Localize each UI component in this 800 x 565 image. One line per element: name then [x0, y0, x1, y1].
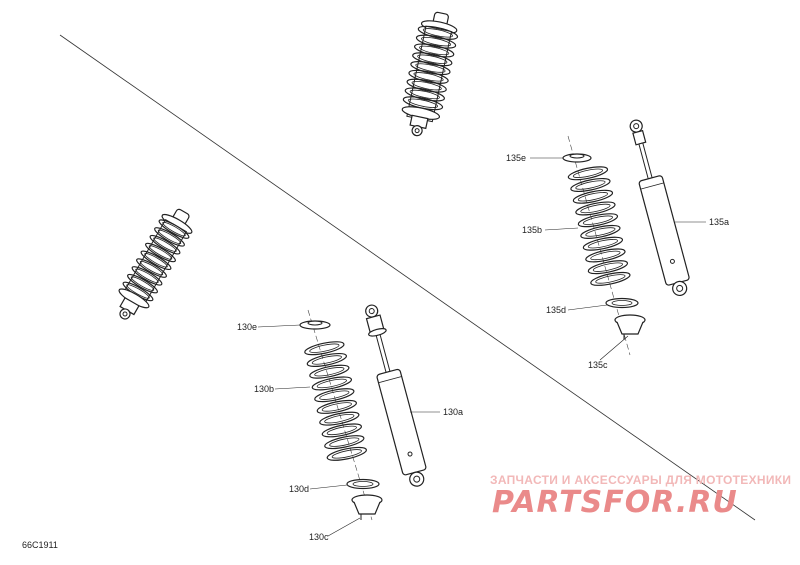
part-130d-ring [346, 478, 380, 490]
part-135c-retainer [614, 314, 646, 340]
callout-135b: 135b [522, 225, 542, 235]
diagram-code: 66C1911 [22, 540, 58, 550]
group-130: 130e 130b 130d 130c 130a [237, 304, 463, 542]
part-135b-spring [566, 163, 632, 289]
watermark-logo: PARTSFOR.RU [492, 485, 738, 520]
part-135e-seat [562, 153, 592, 163]
callout-130d: 130d [289, 484, 309, 494]
callout-135d: 135d [546, 305, 566, 315]
callout-135c: 135c [588, 360, 608, 370]
callout-130e: 130e [237, 322, 257, 332]
callout-135a: 135a [709, 217, 729, 227]
part-135a-damper [629, 119, 690, 297]
callout-130a: 130a [443, 407, 463, 417]
shock-assembly-front [118, 208, 193, 320]
watermark-tagline: ЗАПЧАСТИ И АКСЕССУАРЫ ДЛЯ МОТОТЕХНИКИ [490, 473, 791, 487]
shock-assembly-rear [401, 11, 460, 137]
group-135: 135e 135b 135d 135c 135a [506, 119, 729, 370]
part-130e-seat [299, 320, 331, 330]
separator-line [59, 34, 756, 521]
callout-130b: 130b [254, 384, 274, 394]
part-135d-ring [605, 297, 639, 309]
callout-135e: 135e [506, 153, 526, 163]
part-130a-damper [365, 304, 427, 487]
part-130c-retainer [351, 494, 383, 520]
callout-130c: 130c [309, 532, 329, 542]
